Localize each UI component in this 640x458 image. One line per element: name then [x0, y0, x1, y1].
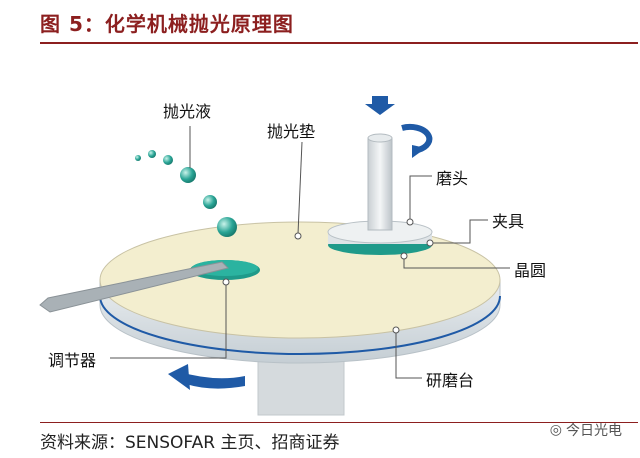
leader-fixture	[430, 219, 488, 244]
slurry-drop	[135, 155, 141, 161]
slurry-drop	[163, 155, 173, 165]
polish-head-shaft	[367, 137, 393, 231]
leader-head	[409, 175, 432, 222]
footer-rule	[40, 422, 638, 423]
watermark: ◎ 今日光电	[550, 420, 622, 440]
slurry-drop	[217, 217, 237, 237]
figure-title: 图 5：化学机械抛光原理图	[40, 12, 294, 36]
rotation-arrow-icon	[401, 123, 433, 153]
label-conditioner: 调节器	[48, 351, 97, 370]
slurry-drop	[148, 150, 156, 158]
platen-rotation-arrow-icon	[180, 372, 245, 389]
figure-source: 资料来源：SENSOFAR 主页、招商证券	[40, 433, 340, 453]
watermark-text: 今日光电	[566, 423, 622, 439]
title-underline	[40, 42, 638, 44]
label-wafer: 晶圆	[514, 261, 547, 280]
slurry-drop	[180, 167, 196, 183]
label-fixture: 夹具	[492, 212, 525, 231]
label-polish-head: 磨头	[436, 169, 469, 188]
leader-platen	[395, 330, 422, 379]
conditioner-arm	[39, 261, 229, 313]
leader-conditioner	[110, 282, 227, 359]
label-pad: 抛光垫	[267, 122, 316, 141]
slurry-drop	[203, 195, 217, 209]
wechat-icon: ◎	[549, 422, 562, 438]
label-slurry: 抛光液	[163, 102, 212, 121]
label-platen: 研磨台	[426, 371, 475, 390]
leader-wafer	[403, 256, 510, 269]
leader-pad	[297, 141, 303, 235]
down-arrow-icon	[365, 96, 395, 115]
platen-edge-line	[99, 295, 501, 355]
